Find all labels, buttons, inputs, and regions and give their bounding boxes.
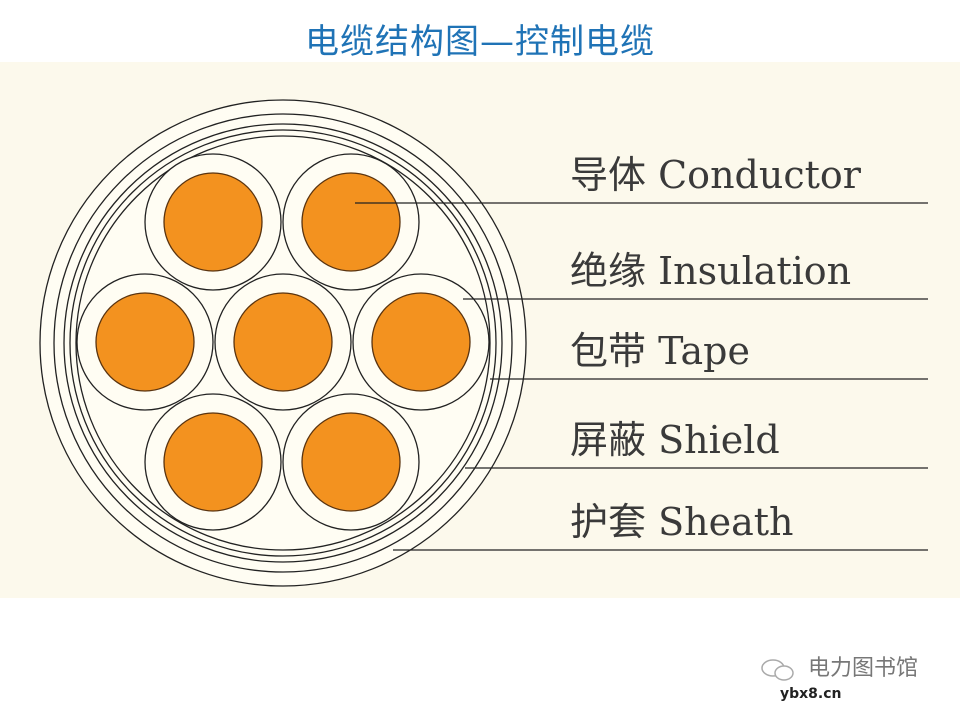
watermark-url: ybx8.cn: [780, 686, 842, 702]
core-3: [76, 273, 214, 411]
core-6: [144, 393, 282, 531]
label-tape: 包带 Tape: [570, 329, 750, 373]
core-5: [352, 273, 490, 411]
label-conductor: 导体 Conductor: [570, 153, 861, 197]
page-title: 电缆结构图—控制电缆: [305, 22, 655, 62]
core-2: [282, 153, 420, 291]
label-shield: 屏蔽 Shield: [570, 418, 780, 462]
core-4: [214, 273, 352, 411]
core-1: [144, 153, 282, 291]
watermark-name: 电力图书馆: [808, 656, 919, 681]
conductor: [233, 292, 333, 392]
wechat-icon: [761, 659, 794, 681]
conductor: [163, 412, 263, 512]
shield-outer: [63, 123, 503, 563]
shield-inner: [69, 129, 497, 557]
leader-lines: [355, 202, 928, 551]
tape: [75, 135, 491, 551]
conductor: [163, 172, 263, 272]
label-insulation: 绝缘 Insulation: [570, 249, 852, 293]
conductor: [301, 172, 401, 272]
label-sheath: 护套 Sheath: [570, 500, 794, 544]
conductor: [95, 292, 195, 392]
sheath-inner: [53, 113, 513, 573]
core-7: [282, 393, 420, 531]
conductor: [301, 412, 401, 512]
conductor: [371, 292, 471, 392]
